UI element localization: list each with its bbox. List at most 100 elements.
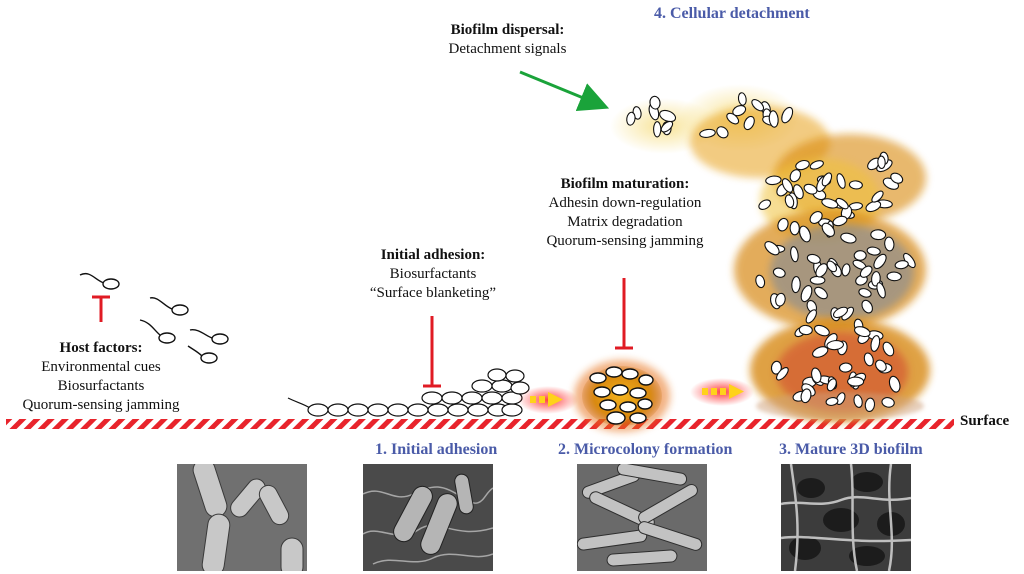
biofilm-cell — [770, 360, 782, 375]
biofilm-cell — [768, 110, 779, 128]
biofilm-cell — [861, 299, 873, 314]
inhibition-symbols — [92, 278, 633, 388]
biofilm-cell — [886, 271, 902, 282]
biofilm-cell — [847, 376, 865, 387]
biofilm-cell — [809, 211, 823, 224]
biofilm-cell — [826, 378, 837, 392]
biofilm-cell — [798, 324, 813, 336]
biofilm-cell — [870, 229, 887, 241]
mature-biofilm — [610, 84, 930, 422]
maturation-line: Matrix degradation — [567, 214, 683, 230]
biofilm-cell — [866, 246, 881, 256]
biofilm-cell — [821, 172, 833, 187]
maturation-label: Biofilm maturation: Adhesin down-regulat… — [525, 175, 725, 251]
dispersal-arrow — [519, 70, 610, 112]
stage-3-label: 3. Mature 3D biofilm — [779, 441, 923, 458]
biofilm-cell — [865, 200, 882, 213]
dispersal-label: Biofilm dispersal: Detachment signals — [430, 21, 585, 59]
adhesion-line: “Surface blanketing” — [369, 285, 497, 301]
biofilm-cell — [821, 198, 839, 209]
biofilm-cell — [859, 265, 873, 278]
host-line: Quorum-sensing jamming — [22, 397, 180, 413]
adhesion-line: Biosurfactants — [389, 266, 477, 282]
stage-4-label: 4. Cellular detachment — [654, 5, 810, 22]
biofilm-cell — [890, 172, 904, 184]
host-title: Host factors: — [59, 340, 143, 356]
biofilm-cell — [888, 375, 901, 393]
biofilm-cell — [882, 341, 895, 357]
biofilm-cell — [864, 397, 876, 413]
biofilm-cell — [789, 169, 802, 183]
biofilm-cell — [875, 359, 887, 372]
host-line: Environmental cues — [41, 359, 161, 375]
biofilm-cell — [811, 367, 822, 384]
micrograph-microcolony — [577, 464, 707, 571]
biofilm-cell — [800, 285, 813, 303]
biofilm-cell — [853, 394, 863, 408]
adhesion-label: Initial adhesion: Biosurfactants “Surfac… — [358, 246, 508, 303]
biofilm-cell — [743, 115, 755, 131]
biofilm-cell — [805, 309, 817, 324]
biofilm-cell — [809, 275, 826, 285]
biofilm-cell — [726, 112, 740, 125]
biofilm-cell — [853, 250, 867, 261]
biofilm-cell — [765, 175, 782, 186]
biofilm-cell — [660, 120, 674, 133]
biofilm-cell — [803, 183, 818, 195]
adhesion-title: Initial adhesion: — [380, 247, 486, 263]
biofilm-cell — [873, 253, 887, 270]
dispersal-line: Detachment signals — [448, 41, 567, 57]
biofilm-cell — [833, 306, 848, 319]
biofilm-cell — [784, 194, 795, 209]
biofilm-cell — [884, 236, 895, 252]
biofilm-cell — [814, 286, 828, 300]
biofilm-cell — [653, 121, 662, 138]
biofilm-cell — [821, 222, 835, 237]
surface-label: Surface — [960, 413, 1010, 429]
biofilm-cell — [791, 276, 801, 294]
biofilm-cell — [894, 260, 909, 270]
biofilm-cell — [806, 253, 821, 264]
stage-1-label: 1. Initial adhesion — [375, 441, 498, 458]
biofilm-cell — [758, 199, 772, 211]
biofilm-cell — [871, 271, 881, 287]
maturation-line: Quorum-sensing jamming — [546, 233, 704, 249]
biofilm-cell — [871, 190, 884, 203]
micrograph-planktonic — [177, 464, 307, 571]
biofilm-cell — [870, 335, 881, 352]
biofilm-cell — [659, 109, 677, 123]
biofilm-cell — [699, 128, 716, 138]
biofilm-cell — [781, 178, 794, 193]
biofilm-cell — [764, 241, 780, 256]
biofilm-cell — [789, 221, 800, 236]
biofilm-cell — [863, 352, 874, 367]
biofilm-cell — [815, 263, 828, 278]
biofilm-cell — [777, 217, 789, 232]
planktonic-cells — [79, 273, 229, 364]
host-factors-label: Host factors: Environmental cues Biosurf… — [4, 339, 198, 415]
microcolony — [574, 360, 670, 432]
biofilm-cell — [835, 392, 846, 405]
biofilm-cell — [841, 263, 851, 277]
dispersal-title: Biofilm dispersal: — [450, 22, 565, 38]
biofilm-cell — [813, 324, 830, 337]
biofilm-cell — [825, 397, 839, 406]
biofilm-cell — [732, 105, 747, 117]
biofilm-cell — [772, 267, 786, 278]
biofilm-cell — [840, 232, 857, 244]
maturation-title: Biofilm maturation: — [560, 176, 690, 192]
biofilm-cell — [858, 288, 872, 298]
biofilm-cell — [800, 388, 812, 404]
biofilm-cell — [881, 397, 895, 408]
biofilm-cell — [716, 126, 729, 139]
biofilm-cell — [775, 292, 786, 307]
biofilm-cell — [812, 346, 829, 358]
biofilm-cell — [755, 274, 766, 289]
biofilm-cell — [799, 225, 811, 243]
biofilm-cell — [751, 99, 765, 112]
biofilm-cell — [795, 159, 810, 171]
flow-arrows — [518, 378, 754, 414]
biofilm-cell — [649, 95, 661, 110]
biofilm-cell — [854, 326, 871, 338]
